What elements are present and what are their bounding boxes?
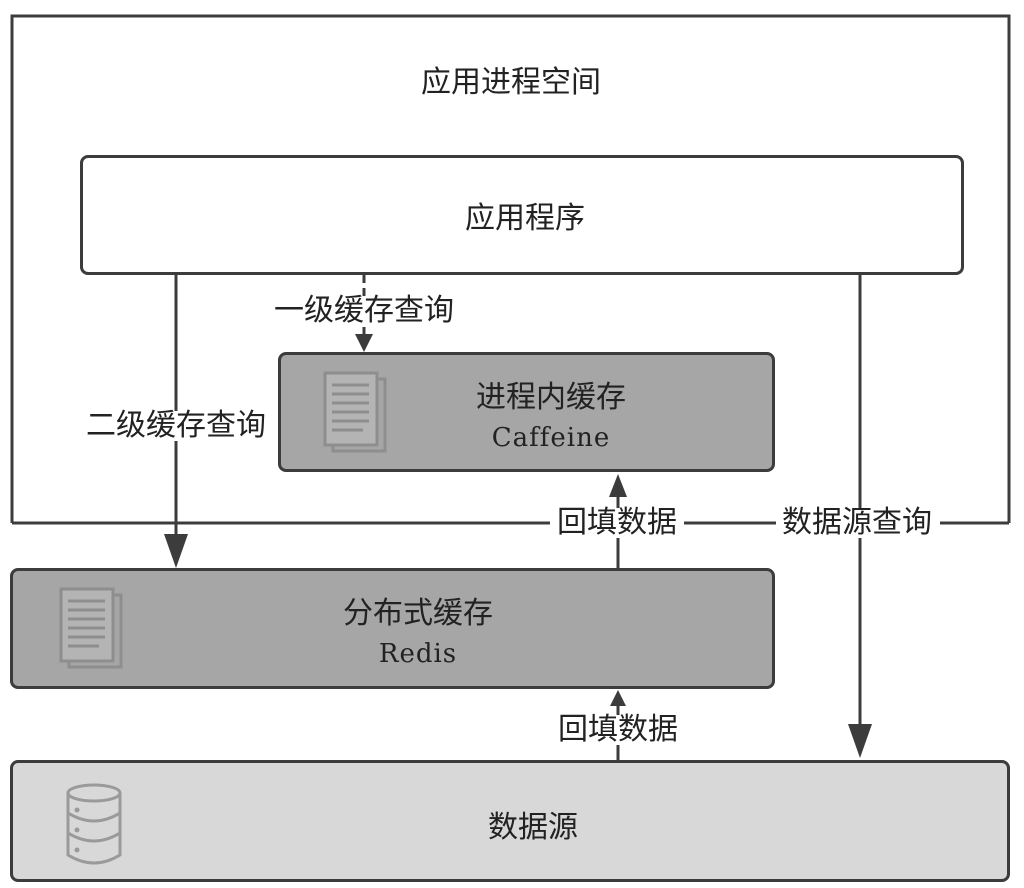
backfill-local-arrowhead — [609, 474, 627, 497]
application-box: 应用程序 — [80, 155, 964, 275]
backfill-local-label: 回填数据 — [553, 508, 681, 538]
local-cache-box: 进程内缓存 Caffeine — [278, 352, 775, 472]
process-space-label: 应用进程空间 — [421, 65, 601, 100]
backfill-redis-label: 回填数据 — [554, 715, 682, 745]
local-cache-subtitle: Caffeine — [491, 423, 611, 453]
local-cache-title: 进程内缓存 — [476, 380, 626, 415]
process-space-outline — [10, 14, 1011, 523]
data-source-box: 数据源 — [10, 760, 1010, 882]
source-query-label: 数据源查询 — [778, 508, 936, 538]
backfill-redis-arrowhead — [610, 690, 626, 706]
distributed-cache-title: 分布式缓存 — [343, 596, 493, 631]
l1-query-label: 一级缓存查询 — [270, 296, 458, 326]
source-query-arrowhead — [848, 724, 872, 758]
document-stack-icon — [323, 371, 387, 453]
database-icon — [66, 783, 122, 865]
l2-query-arrowhead — [164, 534, 188, 568]
data-source-title: 数据源 — [488, 810, 578, 845]
document-stack-icon — [59, 587, 123, 669]
distributed-cache-box: 分布式缓存 Redis — [10, 568, 775, 689]
distributed-cache-subtitle: Redis — [378, 639, 458, 669]
application-label: 应用程序 — [465, 201, 585, 236]
l1-query-arrowhead — [355, 334, 373, 352]
l2-query-label: 二级缓存查询 — [82, 411, 270, 441]
